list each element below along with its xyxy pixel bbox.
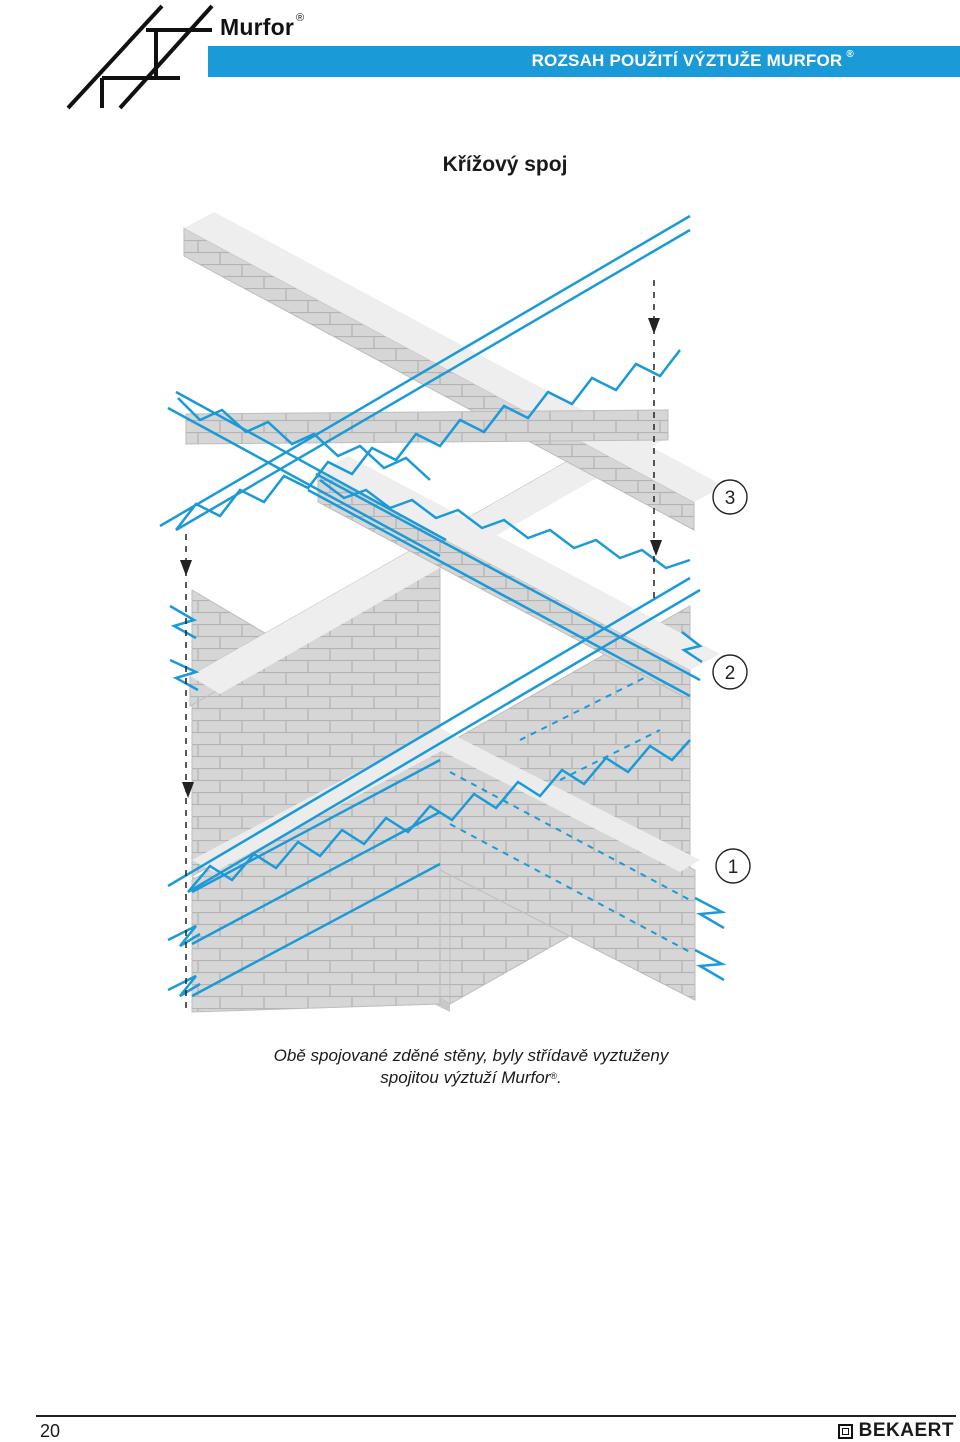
- svg-text:3: 3: [725, 488, 736, 509]
- callout-1: 1: [715, 848, 751, 884]
- figure-title: Křížový spoj: [442, 153, 568, 176]
- callout-3: 3: [712, 479, 748, 515]
- bekaert-name: BEKAERT: [858, 1420, 954, 1441]
- page-number: 20: [40, 1421, 61, 1441]
- banner-title: ROZSAH POUŽITÍ VÝZTUŽE MURFOR®: [531, 49, 854, 70]
- caption-line-2: spojitou výztuží Murfor®.: [380, 1068, 562, 1087]
- brand-name: Murfor®: [220, 12, 305, 40]
- caption-line-1: Obě spojované zděné stěny, byly střídavě…: [273, 1046, 669, 1065]
- bekaert-logo: BEKAERT: [837, 1420, 954, 1442]
- svg-text:1: 1: [728, 857, 739, 878]
- bekaert-icon: [837, 1423, 853, 1439]
- footer-rule: [36, 1415, 956, 1417]
- figure-caption: Obě spojované zděné stěny, byly střídavě…: [0, 1045, 960, 1089]
- wall-level-3: [183, 212, 724, 531]
- murfor-logo-icon: [66, 4, 214, 110]
- svg-text:2: 2: [725, 663, 736, 684]
- callout-2: 2: [712, 654, 748, 690]
- header-banner: ROZSAH POUŽITÍ VÝZTUŽE MURFOR®: [208, 46, 960, 77]
